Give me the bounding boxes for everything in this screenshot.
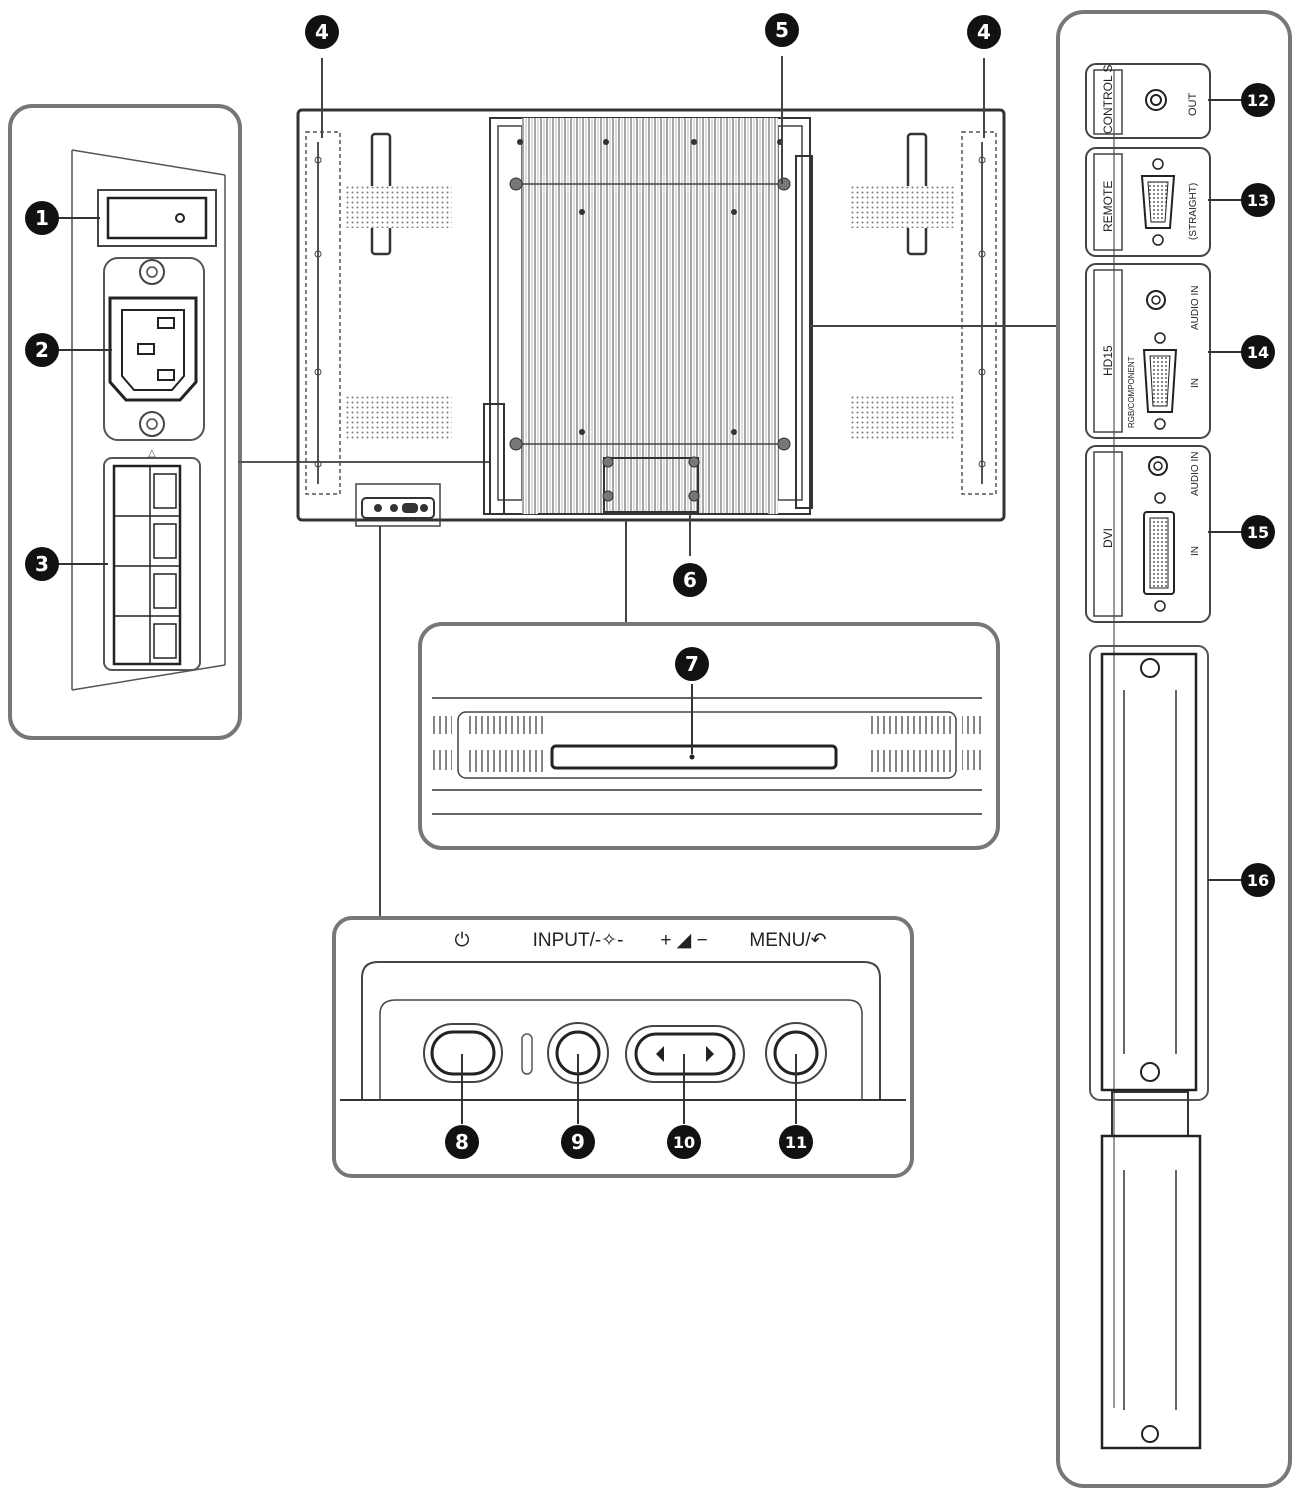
callout-16: 16	[1241, 863, 1275, 897]
speaker-terminals[interactable]: △	[103, 448, 201, 671]
callout-6-number: 6	[683, 568, 697, 592]
power-symbol-label: ⏻	[454, 930, 469, 951]
callout-5-number: 5	[775, 18, 789, 42]
callout-4-left-number: 4	[315, 20, 329, 44]
callout-14: 14	[1241, 335, 1275, 369]
control-s-out-label: OUT	[1187, 93, 1199, 117]
main-power-switch[interactable]	[97, 189, 217, 247]
connector-panel-inset: CONTROL S OUT REMOTE (STRAIGHT) HD15 RGB…	[1056, 10, 1292, 1488]
control-strip-miniature	[355, 483, 441, 527]
callout-16-number: 16	[1247, 871, 1269, 890]
callout-8: 8	[445, 1125, 479, 1159]
callout-4-left: 4	[305, 15, 339, 49]
callout-8-number: 8	[455, 1130, 469, 1154]
callout-3-number: 3	[35, 552, 49, 576]
hd15-audio-in-label: AUDIO IN	[1190, 286, 1201, 330]
hd15-in-label: IN	[1190, 378, 1201, 388]
callout-7: 7	[675, 647, 709, 681]
callout-9: 9	[561, 1125, 595, 1159]
option-slot-inset	[418, 622, 1000, 850]
callout-13-number: 13	[1247, 191, 1269, 210]
option-slot[interactable]	[550, 744, 838, 770]
ac-in-socket[interactable]	[103, 257, 205, 441]
callout-3: 3	[25, 547, 59, 581]
menu-label: MENU/↶	[749, 930, 826, 951]
callout-4-right-number: 4	[977, 20, 991, 44]
dvi-port[interactable]	[1085, 445, 1211, 623]
option-slot-cover[interactable]	[1089, 645, 1209, 1101]
svg-text:△: △	[148, 448, 156, 459]
callout-15-number: 15	[1247, 523, 1269, 542]
callout-1: 1	[25, 201, 59, 235]
callout-15: 15	[1241, 515, 1275, 549]
callout-2-number: 2	[35, 338, 49, 362]
callout-12-number: 12	[1247, 91, 1269, 110]
monitor-rear	[296, 108, 1006, 527]
callout-13: 13	[1241, 183, 1275, 217]
callout-6: 6	[673, 563, 707, 597]
volume-label: + ◢ −	[660, 930, 707, 951]
callout-10: 10	[667, 1125, 701, 1159]
remote-label: REMOTE	[1101, 181, 1115, 232]
callout-2: 2	[25, 333, 59, 367]
callout-5: 5	[765, 13, 799, 47]
callout-12: 12	[1241, 83, 1275, 117]
dvi-in-label: IN	[1190, 546, 1201, 556]
control-s-label: CONTROL S	[1101, 64, 1115, 134]
callout-1-number: 1	[35, 206, 49, 230]
callout-11: 11	[779, 1125, 813, 1159]
callout-7-number: 7	[685, 652, 699, 676]
power-panel-inset: △	[8, 104, 242, 740]
remote-straight-label: (STRAIGHT)	[1188, 183, 1199, 240]
control-buttons-inset: ⏻ INPUT/-✧- + ◢ − MENU/↶	[332, 916, 914, 1178]
callout-10-number: 10	[673, 1133, 695, 1152]
callout-11-number: 11	[785, 1133, 807, 1152]
hd15-rgb-component-label: RGB/COMPONENT	[1127, 356, 1136, 428]
dvi-audio-in-label: AUDIO IN	[1190, 452, 1201, 496]
callout-14-number: 14	[1247, 343, 1269, 362]
option-slot-cover-lower	[1100, 1091, 1202, 1450]
remote-port[interactable]	[1085, 147, 1211, 257]
dvi-label: DVI	[1101, 528, 1115, 548]
input-label: INPUT/-✧-	[533, 930, 624, 951]
callout-4-right: 4	[967, 15, 1001, 49]
callout-9-number: 9	[571, 1130, 585, 1154]
power-indicator	[521, 1033, 533, 1075]
hd15-label: HD15	[1101, 345, 1115, 376]
